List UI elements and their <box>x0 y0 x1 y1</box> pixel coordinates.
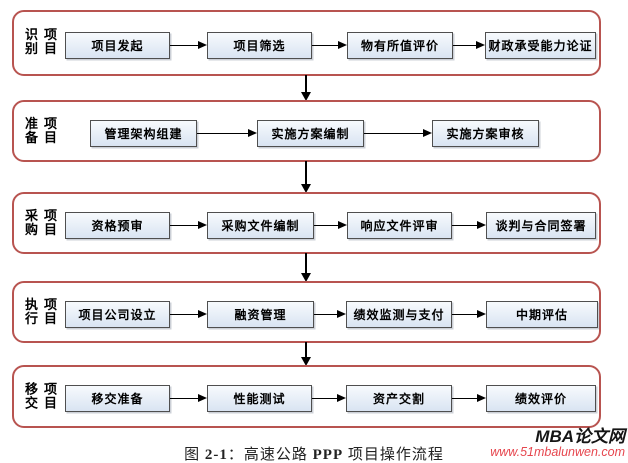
arrow-line <box>305 342 307 358</box>
stage-label: 项目移交 <box>23 381 57 410</box>
figure-caption: 图 2-1：高速公路 PPP 项目操作流程 <box>0 443 628 463</box>
process-step: 性能测试 <box>207 385 312 412</box>
arrow-head <box>198 394 207 402</box>
stage-label: 项目准备 <box>23 116 57 145</box>
flow-arrow-down <box>300 75 312 101</box>
process-step: 项目筛选 <box>207 32 312 59</box>
caption-text-before: 高速公路 <box>243 447 313 463</box>
arrow-line <box>305 253 307 274</box>
arrow-line <box>170 314 199 315</box>
process-step: 响应文件评审 <box>347 212 452 239</box>
stage-row-3: 项目采购资格预审 采购文件编制 响应文件评审 谈判与合同签署 <box>12 192 601 254</box>
flow-arrow-right <box>312 41 347 51</box>
arrow-head <box>477 221 486 229</box>
flow-arrow-right <box>170 221 207 231</box>
arrow-head <box>477 310 486 318</box>
flow-arrow-right <box>170 394 207 404</box>
flow-arrow-right <box>170 41 207 51</box>
process-step: 绩效评价 <box>486 385 596 412</box>
stage-row-5: 项目移交移交准备 性能测试 资产交割 绩效评价 <box>12 365 601 428</box>
arrow-head <box>338 41 347 49</box>
flow-arrow-down <box>300 161 312 193</box>
process-step: 实施方案编制 <box>257 120 364 147</box>
flow-arrow-right <box>453 41 485 51</box>
stage-label: 项目采购 <box>23 208 57 237</box>
watermark-site-name: MBA论文网 <box>535 427 625 446</box>
arrow-head <box>423 129 432 137</box>
arrow-head <box>248 129 257 137</box>
caption-figure-number: 2-1 <box>204 447 228 463</box>
flow-arrow-down <box>300 342 312 366</box>
process-step: 项目发起 <box>65 32 170 59</box>
arrow-head <box>300 184 311 193</box>
flow-arrow-right <box>452 394 486 404</box>
arrow-line <box>452 314 478 315</box>
process-step: 融资管理 <box>207 301 314 328</box>
flow-arrow-right <box>314 221 347 231</box>
arrow-line <box>452 398 478 399</box>
arrow-line <box>453 45 477 46</box>
flow-arrow-down <box>300 253 312 282</box>
process-step: 管理架构组建 <box>90 120 197 147</box>
arrow-head <box>338 221 347 229</box>
arrow-line <box>452 225 478 226</box>
stage-row-2: 项目准备 管理架构组建 实施方案编制 实施方案审核 <box>12 100 601 162</box>
arrow-line <box>314 314 338 315</box>
caption-text-after: 项目操作流程 <box>343 447 444 463</box>
process-step: 移交准备 <box>65 385 170 412</box>
flow-arrow-right <box>197 129 257 139</box>
arrow-head <box>477 394 486 402</box>
arrow-line <box>364 133 424 134</box>
arrow-head <box>300 92 311 101</box>
arrow-line <box>305 75 307 93</box>
arrow-head <box>198 310 207 318</box>
caption-ppp: PPP <box>312 447 344 463</box>
flow-arrow-right <box>312 394 346 404</box>
arrow-head <box>476 41 485 49</box>
process-step: 实施方案审核 <box>432 120 539 147</box>
watermark-site-url: www.51mbalunwen.com <box>490 444 625 459</box>
process-step: 谈判与合同签署 <box>486 212 596 239</box>
stage-row-4: 项目执行项目公司设立 融资管理 绩效监测与支付 中期评估 <box>12 281 601 343</box>
process-step: 项目公司设立 <box>65 301 170 328</box>
caption-prefix: 图 <box>184 447 205 463</box>
arrow-head <box>198 41 207 49</box>
arrow-line <box>305 161 307 185</box>
flow-arrow-right <box>364 129 432 139</box>
flow-arrow-right <box>452 310 486 320</box>
watermark: MBA论文网 www.51mbalunwen.com <box>490 428 625 459</box>
process-step: 绩效监测与支付 <box>346 301 452 328</box>
caption-separator: ： <box>227 447 244 463</box>
stage-label: 项目识别 <box>23 27 57 56</box>
process-step: 物有所值评价 <box>347 32 453 59</box>
arrow-head <box>300 357 311 366</box>
process-step: 中期评估 <box>486 301 598 328</box>
process-step: 资格预审 <box>65 212 170 239</box>
flow-arrow-right <box>452 221 486 231</box>
stage-row-1: 项目识别项目发起 项目筛选 物有所值评价 财政承受能力论证 <box>12 10 601 76</box>
arrow-line <box>170 225 199 226</box>
stage-label: 项目执行 <box>23 297 57 326</box>
flow-arrow-right <box>170 310 207 320</box>
arrow-line <box>197 133 249 134</box>
arrow-line <box>312 45 339 46</box>
arrow-head <box>337 394 346 402</box>
flow-arrow-right <box>314 310 346 320</box>
arrow-line <box>170 45 199 46</box>
arrow-line <box>170 398 199 399</box>
process-step: 财政承受能力论证 <box>485 32 596 59</box>
process-step: 资产交割 <box>346 385 452 412</box>
arrow-head <box>337 310 346 318</box>
arrow-line <box>312 398 338 399</box>
arrow-head <box>198 221 207 229</box>
arrow-head <box>300 273 311 282</box>
arrow-line <box>314 225 339 226</box>
process-step: 采购文件编制 <box>207 212 314 239</box>
